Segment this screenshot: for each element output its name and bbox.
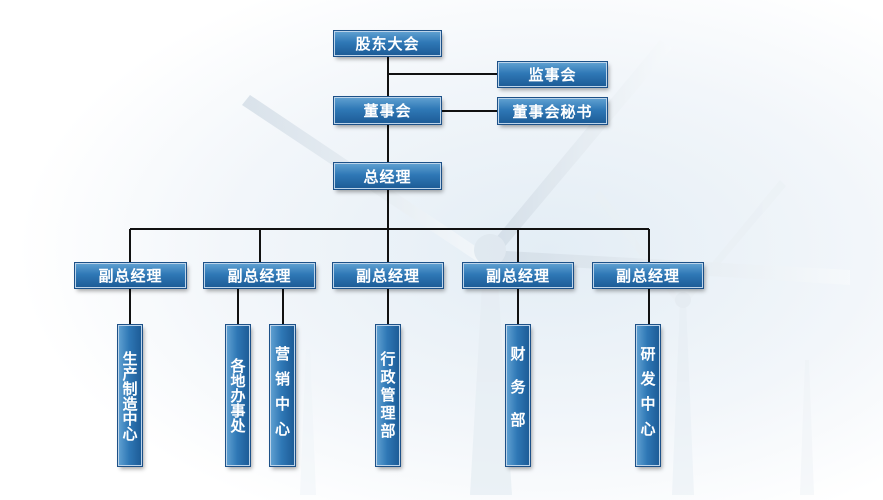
deputy-gm-box-3: 副总经理 xyxy=(333,263,443,288)
deputy-gm-box-2: 副总经理 xyxy=(204,263,315,288)
supervisory-board-box: 监事会 xyxy=(498,62,607,87)
finance-dept-box: 财务部 xyxy=(506,325,530,466)
administration-dept-box: 行政管理部 xyxy=(376,325,400,466)
board-of-directors-box: 董事会 xyxy=(334,97,441,124)
deputy-gm-box-5: 副总经理 xyxy=(593,263,703,288)
rnd-center-box: 研发中心 xyxy=(636,325,660,466)
general-manager-box: 总经理 xyxy=(334,163,441,189)
board-secretary-box: 董事会秘书 xyxy=(498,98,607,124)
marketing-center-box: 营销中心 xyxy=(270,325,295,466)
manufacturing-center-box: 生产制造中心 xyxy=(118,325,142,466)
deputy-gm-box-4: 副总经理 xyxy=(463,263,573,288)
deputy-gm-box-1: 副总经理 xyxy=(75,263,186,288)
shareholders-meeting-box: 股东大会 xyxy=(334,31,441,56)
regional-offices-box: 各地办事处 xyxy=(226,325,250,466)
